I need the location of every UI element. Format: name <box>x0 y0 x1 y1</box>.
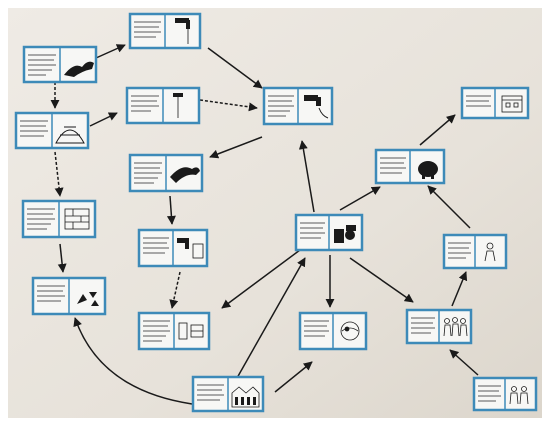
hand-water-icon <box>170 167 200 183</box>
water-drop-icon <box>177 238 204 259</box>
factory-icon <box>231 386 260 408</box>
cards <box>14 12 538 413</box>
arrow <box>221 249 301 309</box>
faucet-icon <box>304 95 329 119</box>
tap-water-icon <box>173 93 183 118</box>
card <box>460 86 530 120</box>
arrow <box>73 317 193 405</box>
card <box>128 12 202 50</box>
pipe-icon <box>178 322 204 340</box>
arrow <box>349 257 414 303</box>
card <box>125 86 201 125</box>
cash-icon <box>334 225 356 243</box>
arrow <box>236 257 306 379</box>
globe-icon <box>340 321 360 341</box>
faucet-icon <box>175 18 190 44</box>
hand-water-icon <box>64 61 94 77</box>
card <box>262 86 334 126</box>
arrow <box>199 99 258 112</box>
card <box>137 228 209 268</box>
card <box>298 311 368 351</box>
arrow <box>57 243 67 273</box>
arrow <box>207 47 263 89</box>
arrow <box>95 44 126 59</box>
piggy-bank-icon <box>418 161 438 179</box>
card <box>294 213 364 252</box>
card <box>191 375 265 413</box>
person-icon <box>484 242 496 262</box>
card <box>21 199 97 239</box>
arrow <box>339 186 381 211</box>
brick-wall-icon <box>64 208 90 230</box>
card <box>405 308 473 345</box>
group-icon <box>509 386 529 405</box>
arrow <box>427 185 471 229</box>
arrow <box>89 112 118 127</box>
card <box>14 111 90 150</box>
arrow <box>54 151 64 197</box>
arrow <box>298 140 315 213</box>
card <box>442 233 508 270</box>
card <box>374 148 446 185</box>
card <box>31 276 107 316</box>
igloo-icon <box>55 126 85 144</box>
card <box>22 45 98 84</box>
building-icon <box>501 95 523 113</box>
arrow <box>419 114 456 146</box>
arrows <box>50 44 479 405</box>
card <box>472 376 538 412</box>
recycle-icon <box>77 292 99 306</box>
arrow <box>274 361 313 393</box>
arrow <box>169 271 181 309</box>
arrow <box>166 195 176 225</box>
arrow <box>209 136 263 159</box>
card <box>137 311 211 351</box>
group-icon <box>443 317 468 337</box>
arrow <box>449 349 479 376</box>
arrow <box>451 271 468 307</box>
card <box>128 153 204 193</box>
